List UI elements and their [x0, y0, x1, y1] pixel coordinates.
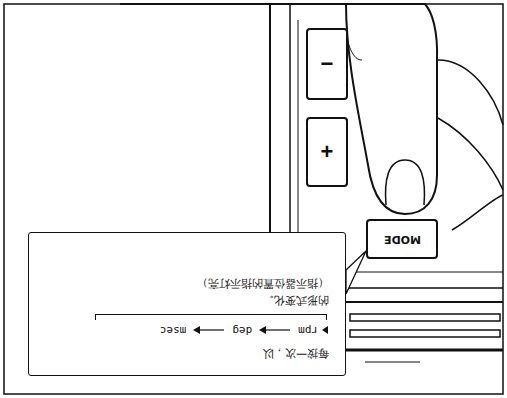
slot: [350, 314, 500, 321]
hand: [438, 118, 503, 190]
panel-base: [365, 362, 420, 363]
sequence-arrow: [192, 326, 226, 336]
callout-box: 每按一次，以 rpm deg msec 的形式变化。 （指示器位置的指示灯亮）: [28, 232, 346, 376]
hand: [438, 60, 503, 125]
mode-unit: msec: [160, 323, 187, 338]
callout-text: （指示器位置的指示灯亮）: [45, 276, 329, 291]
callout-pointer: [346, 251, 366, 294]
mode-unit: deg: [232, 323, 252, 338]
mode-button: MODE: [366, 219, 438, 259]
hand: [452, 195, 503, 230]
button-label: −: [321, 51, 334, 77]
frame: [4, 4, 503, 394]
bracket: [95, 314, 327, 320]
mode-unit: rpm: [298, 323, 318, 338]
frame-top: [120, 3, 360, 5]
callout-content: 每按一次，以 rpm deg msec 的形式变化。 （指示器位置的指示灯亮）: [29, 233, 345, 375]
sequence-arrow: [258, 326, 292, 336]
callout-text: 的形式变化。: [45, 293, 329, 308]
button-label: MODE: [384, 233, 421, 246]
mode-sequence: rpm deg msec: [45, 323, 329, 338]
finger: [346, 4, 437, 214]
knuckle: [347, 40, 362, 60]
panel-base: [345, 349, 503, 352]
fingernail: [386, 160, 425, 205]
slot: [350, 330, 500, 337]
button-label: +: [321, 139, 334, 165]
minus-button: −: [306, 28, 348, 100]
plus-button: +: [306, 117, 348, 187]
callout-text: 每按一次，以: [45, 346, 329, 361]
start-marker: [321, 326, 329, 336]
